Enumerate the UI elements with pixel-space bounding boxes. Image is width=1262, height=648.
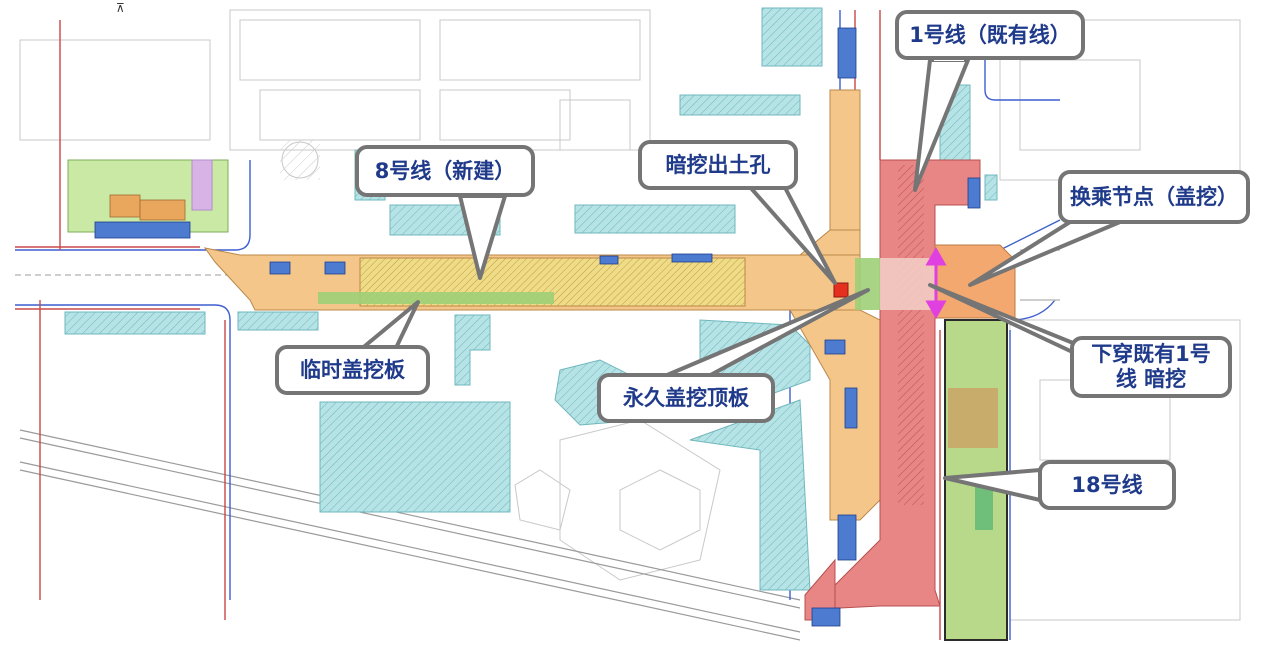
callout-mining-shaft: 暗挖出土孔 — [638, 140, 798, 190]
railway-tracks — [19, 429, 801, 641]
buildings — [64, 7, 998, 591]
callout-transfer-node: 换乘节点（盖挖） — [1058, 170, 1250, 224]
station-facilities — [94, 27, 981, 627]
station-equipment-rooms — [109, 194, 186, 221]
background-parcels — [19, 9, 1241, 621]
undercross-arrow — [925, 246, 947, 320]
pointer-mining-shaft — [740, 176, 837, 285]
mining-shaft-marker — [833, 282, 849, 298]
purple-block — [191, 159, 213, 211]
permanent-slab-area — [855, 258, 880, 310]
pointer-temp-slab — [358, 300, 420, 352]
pointer-line1 — [913, 58, 970, 192]
callout-temp-cover-slab: 临时盖挖板 — [275, 345, 430, 395]
callout-line1-existing: 1号线（既有线） — [895, 10, 1085, 60]
callout-line8-new: 8号线（新建） — [355, 145, 535, 197]
compass-mark: ⊼ — [116, 1, 125, 15]
callout-line18: 18号线 — [1038, 460, 1176, 510]
crossing-zone — [880, 258, 935, 310]
pointer-line8 — [458, 194, 507, 280]
pointer-line18 — [943, 468, 1042, 502]
line8-station — [203, 89, 881, 521]
pointer-transfer-node — [968, 220, 1122, 287]
pointer-permanent-slab — [658, 288, 870, 380]
callout-undercross-line1: 下穿既有1号 线 暗挖 — [1070, 336, 1232, 398]
callout-permanent-roof-slab: 永久盖挖顶板 — [597, 373, 775, 423]
